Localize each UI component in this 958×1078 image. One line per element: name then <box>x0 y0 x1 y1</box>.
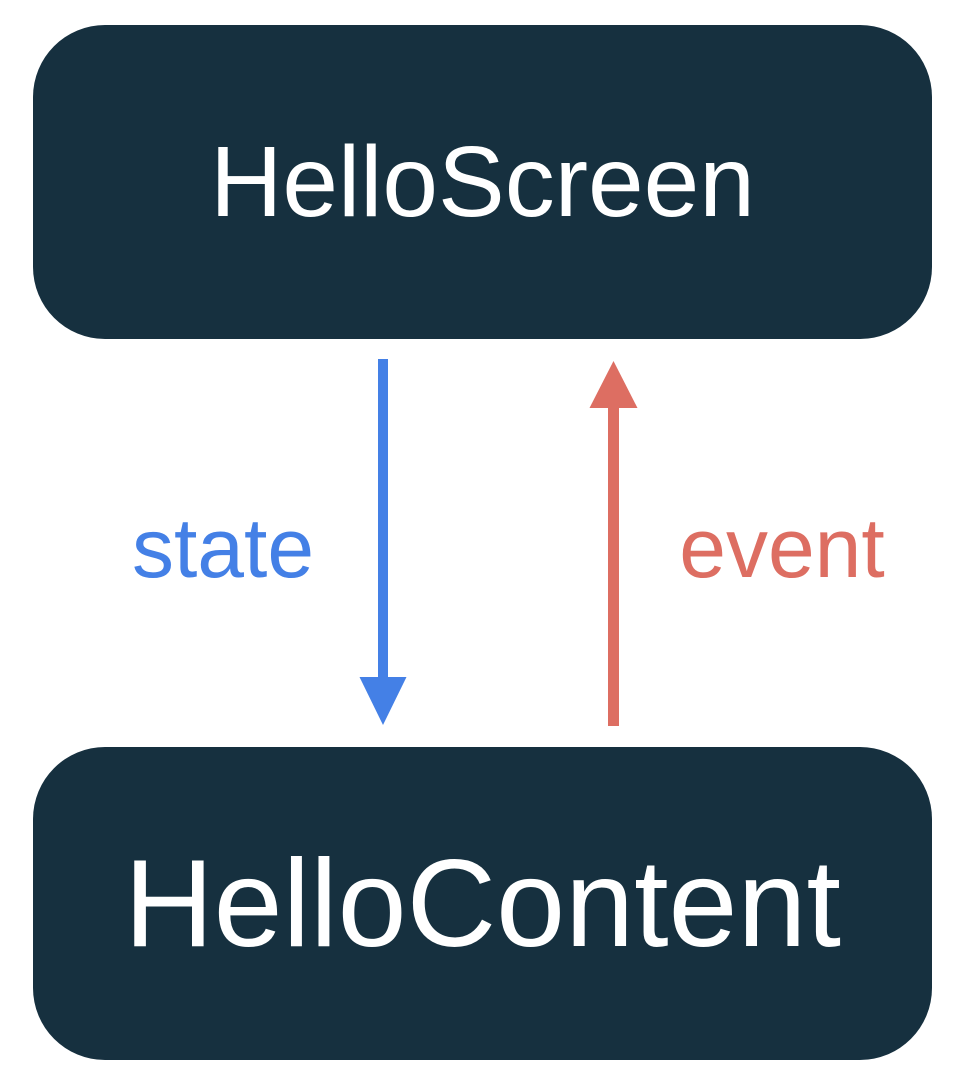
event-arrow-shaft <box>608 408 619 726</box>
node-helloscreen: HelloScreen <box>33 25 932 339</box>
state-arrow-down <box>359 359 407 725</box>
state-arrow-shaft <box>378 359 388 677</box>
event-arrowhead-up-icon <box>589 361 638 408</box>
node-helloscreen-label: HelloScreen <box>210 126 755 238</box>
state-label: state <box>131 501 315 595</box>
node-hellocontent-label: HelloContent <box>124 834 841 973</box>
state-arrowhead-down-icon <box>359 677 407 725</box>
node-hellocontent: HelloContent <box>33 747 932 1060</box>
event-arrow-up <box>589 361 638 726</box>
event-label: event <box>679 501 885 595</box>
